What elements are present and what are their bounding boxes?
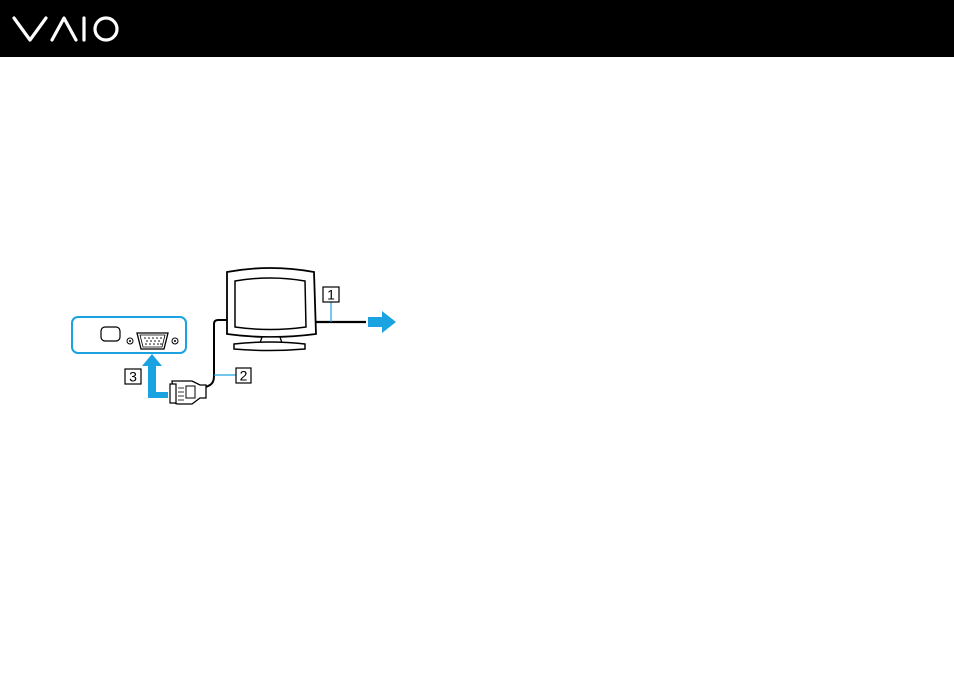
vga-connector-icon xyxy=(170,381,206,404)
arrow-right-icon xyxy=(368,311,396,333)
computer-port-panel xyxy=(72,317,186,353)
display-cable xyxy=(204,320,227,388)
callout-1-number: 1 xyxy=(327,287,335,303)
callout-2-number: 2 xyxy=(240,368,248,384)
callout-1: 1 xyxy=(323,287,339,303)
callout-2: 2 xyxy=(236,368,251,384)
monitor-icon xyxy=(227,268,316,351)
callout-3-number: 3 xyxy=(129,369,137,385)
callout-3: 3 xyxy=(125,369,141,385)
arrow-up-icon xyxy=(142,354,168,398)
